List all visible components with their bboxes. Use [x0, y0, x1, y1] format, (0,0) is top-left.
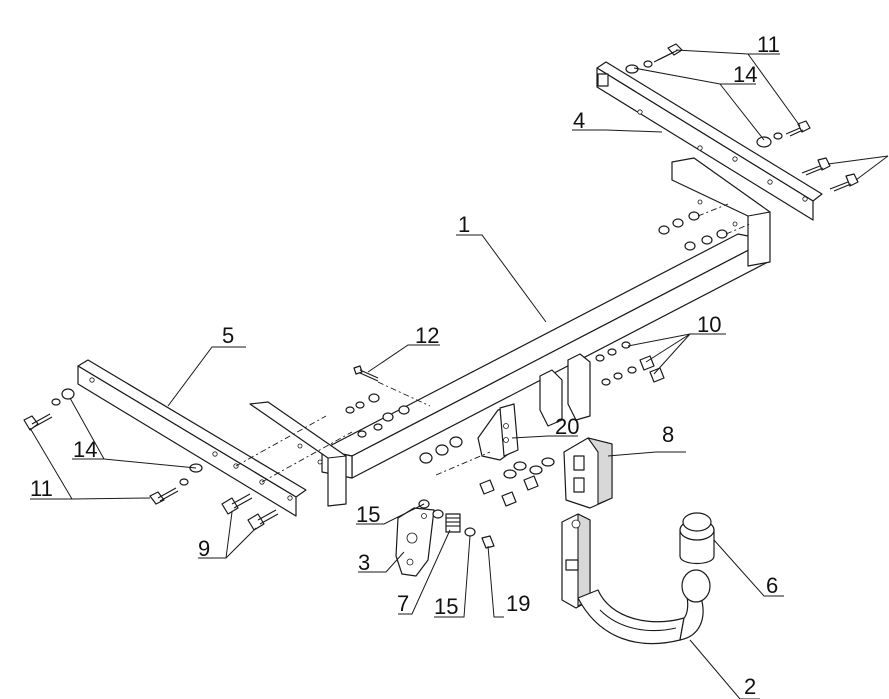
bolt-9-set [221, 493, 279, 531]
callout-19: 19 [506, 591, 530, 616]
part-2-ball-neck [561, 513, 711, 645]
callout-4: 4 [573, 108, 585, 133]
part-20-center-brackets [477, 353, 591, 461]
part-5-left-bracket [77, 359, 353, 517]
callout-8: 8 [662, 422, 674, 447]
callout-11-left: 11 [30, 476, 53, 501]
bolt-set-10 [595, 341, 665, 386]
callout-12: 12 [415, 323, 439, 348]
callout-15-lower: 15 [434, 594, 458, 619]
callout-14-left: 14 [73, 437, 97, 462]
callout-15-upper: 15 [356, 502, 380, 527]
lower-nut-set [419, 436, 555, 507]
callout-3: 3 [358, 550, 370, 575]
callout-2: 2 [744, 674, 756, 699]
part-6-ball-cover [679, 512, 715, 565]
callout-5: 5 [222, 323, 234, 348]
fastener-15-7-19 [418, 499, 495, 549]
callout-10: 10 [697, 312, 721, 337]
leader-lines [29, 49, 889, 699]
callout-7: 7 [397, 591, 409, 616]
bolt-set-left [23, 388, 203, 505]
callout-20: 20 [555, 414, 579, 439]
bolt-12-set [345, 365, 431, 438]
part-4-right-bracket [596, 61, 823, 221]
callout-labels: 11 14 4 1 12 10 5 20 8 14 11 15 9 3 6 7 … [30, 32, 780, 699]
part-8-socket-housing [563, 437, 613, 509]
callout-14-top: 14 [733, 62, 757, 87]
bolt-set-right-top [625, 43, 859, 192]
part-3-plate [395, 507, 435, 577]
part-1-main-beam [249, 157, 771, 507]
callout-6: 6 [766, 573, 778, 598]
callout-11-top: 11 [757, 32, 780, 57]
callout-9: 9 [198, 536, 210, 561]
callout-1: 1 [458, 212, 470, 237]
nut-set-right-beam [658, 203, 751, 251]
